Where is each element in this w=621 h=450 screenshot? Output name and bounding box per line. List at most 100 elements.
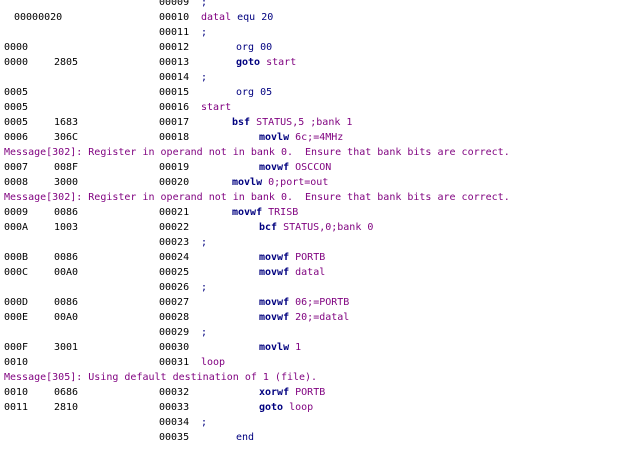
opcode-cell: 0086	[54, 252, 79, 263]
source-cell: ;	[201, 415, 207, 430]
source-cell: movlw 6c;=4MHz	[201, 130, 343, 145]
line-number-cell: 00032	[159, 387, 190, 398]
listing-line: 000B 0086 00024 movwf PORTB	[4, 250, 621, 265]
source-token: STATUS,5 ;bank 1	[250, 117, 353, 128]
line-number-cell: 00010	[159, 12, 190, 23]
source-token: 0;port=out	[262, 177, 329, 188]
opcode-cell: 306C	[54, 132, 79, 143]
listing-line: 00014;	[4, 70, 621, 85]
address-cell: 0000	[4, 42, 29, 53]
source-cell: ;	[201, 0, 207, 10]
source-token: org 00	[236, 42, 273, 53]
source-token: movwf	[259, 267, 290, 278]
address-cell: 000C	[4, 267, 29, 278]
source-token: movwf	[259, 312, 290, 323]
source-token: goto	[236, 57, 261, 68]
address-cell: 0006	[4, 132, 29, 143]
address-cell: 0009	[4, 207, 29, 218]
source-cell: movwf 06;=PORTB	[201, 295, 349, 310]
line-number-cell: 00012	[159, 42, 190, 53]
source-token: movlw	[259, 342, 290, 353]
source-cell: bcf STATUS,0;bank 0	[201, 220, 373, 235]
listing-line: 000C 00A0 00025 movwf datal	[4, 265, 621, 280]
source-token: movwf	[259, 252, 290, 263]
line-number-cell: 00031	[159, 357, 190, 368]
opcode-cell: 0686	[54, 387, 79, 398]
line-number-cell: 00014	[159, 72, 190, 83]
listing-line: 00009;	[4, 0, 621, 10]
line-number-cell: 00034	[159, 417, 190, 428]
opcode-cell: 1683	[54, 117, 79, 128]
source-token: 06;=PORTB	[289, 297, 350, 308]
listing-line: 00029;	[4, 325, 621, 340]
opcode-cell: 2805	[54, 57, 79, 68]
line-number-cell: 00013	[159, 57, 190, 68]
address-cell: 0005	[4, 102, 29, 113]
source-token: xorwf	[259, 387, 290, 398]
opcode-cell: 00A0	[54, 267, 79, 278]
warning-message-text: Message[302]: Register in operand not in…	[4, 147, 510, 158]
line-number-cell: 00025	[159, 267, 190, 278]
source-token: PORTB	[289, 252, 326, 263]
source-token: bsf	[232, 117, 251, 128]
opcode-cell: 00A0	[54, 312, 79, 323]
source-cell: org 00	[201, 40, 272, 55]
source-token: start	[201, 102, 232, 113]
source-token: ;	[201, 282, 208, 293]
line-number-cell: 00009	[159, 0, 190, 8]
line-number-cell: 00030	[159, 342, 190, 353]
listing-line: 00011;	[4, 25, 621, 40]
line-number-cell: 00016	[159, 102, 190, 113]
line-number-cell: 00033	[159, 402, 190, 413]
source-token: bcf	[259, 222, 278, 233]
address-cell: 0005	[4, 87, 29, 98]
address-cell: 0000	[4, 57, 29, 68]
source-cell: movwf datal	[201, 265, 325, 280]
source-token: loop	[283, 402, 314, 413]
address-cell: 0007	[4, 162, 29, 173]
line-number-cell: 00023	[159, 237, 190, 248]
source-token: ;	[201, 27, 208, 38]
address-cell: 000B	[4, 252, 29, 263]
source-token: equ 20	[231, 12, 274, 23]
warning-message-text: Message[302]: Register in operand not in…	[4, 192, 510, 203]
source-token: ;	[201, 237, 208, 248]
source-token: end	[236, 432, 255, 443]
address-cell: 0011	[4, 402, 29, 413]
source-token: movlw	[232, 177, 263, 188]
line-number-cell: 00018	[159, 132, 190, 143]
opcode-cell: 3001	[54, 342, 79, 353]
line-number-cell: 00015	[159, 87, 190, 98]
address-cell: 0005	[4, 117, 29, 128]
warning-message-line: Message[302]: Register in operand not in…	[4, 190, 621, 205]
listing-line: 0000 2805 00013 goto start	[4, 55, 621, 70]
line-number-cell: 00019	[159, 162, 190, 173]
line-number-cell: 00028	[159, 312, 190, 323]
line-number-cell: 00022	[159, 222, 190, 233]
source-cell: movwf PORTB	[201, 250, 325, 265]
listing-line: 0006 306C 00018 movlw 6c;=4MHz	[4, 130, 621, 145]
warning-message-text: Message[305]: Using default destination …	[4, 372, 318, 383]
line-number-cell: 00020	[159, 177, 190, 188]
line-number-cell: 00024	[159, 252, 190, 263]
listing-line: 0005 00015 org 05	[4, 85, 621, 100]
opcode-cell: 3000	[54, 177, 79, 188]
source-token: start	[260, 57, 297, 68]
address-cell: 0010	[4, 357, 29, 368]
source-cell: org 05	[201, 85, 272, 100]
warning-message-line: Message[305]: Using default destination …	[4, 370, 621, 385]
line-number-cell: 00017	[159, 117, 190, 128]
line-number-cell: 00029	[159, 327, 190, 338]
source-token: 1	[289, 342, 302, 353]
source-cell: ;	[201, 280, 207, 295]
source-token: TRISB	[262, 207, 299, 218]
warning-message-line: Message[302]: Register in operand not in…	[4, 145, 621, 160]
source-token: org 05	[236, 87, 273, 98]
